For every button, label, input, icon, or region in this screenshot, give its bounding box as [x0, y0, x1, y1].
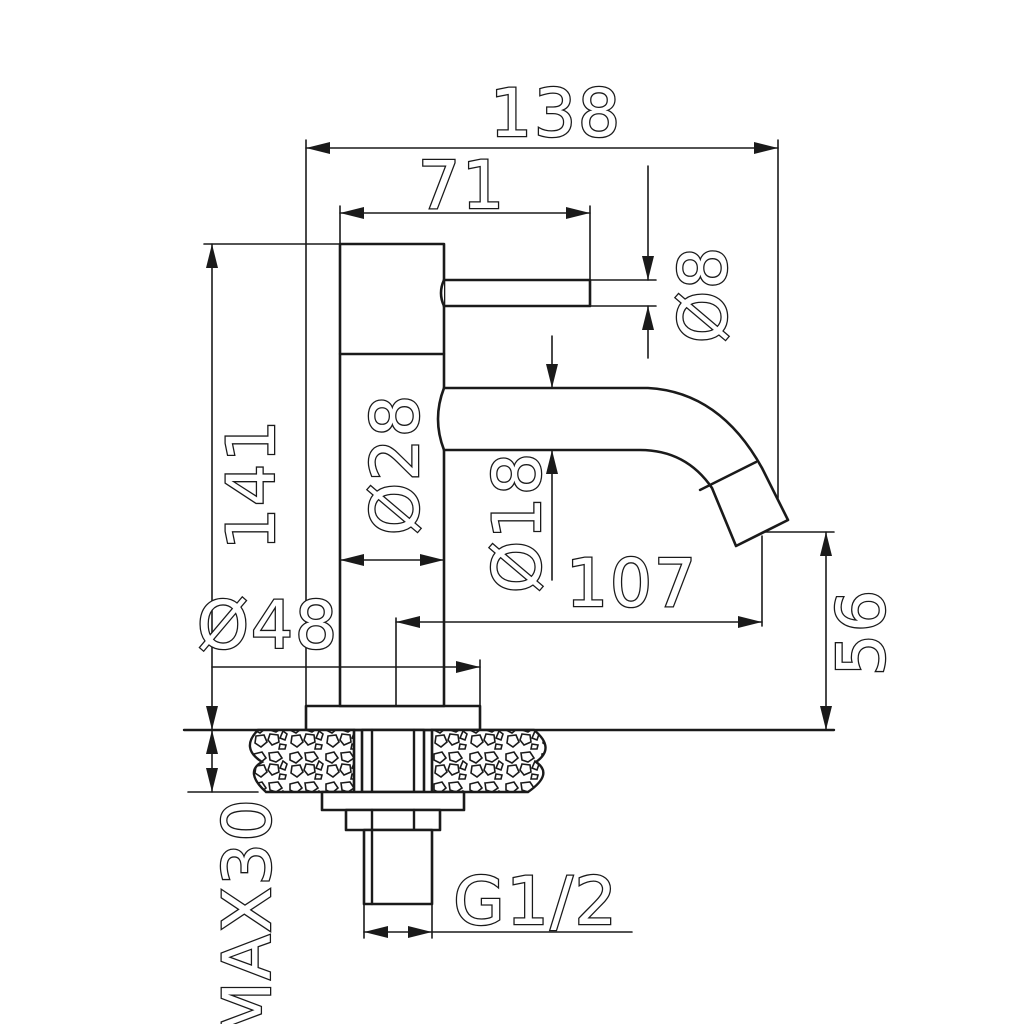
base-plate [304, 704, 482, 732]
label-spout-height: 56 [823, 588, 900, 676]
label-lever-length: 71 [418, 147, 506, 224]
label-lever-diameter: Ø8 [665, 245, 742, 343]
dimension-max30: MAX30 [187, 729, 287, 1024]
dimension-d18: Ø18 [478, 335, 558, 594]
dimension-141: 141 [203, 243, 341, 731]
threaded-pipe [362, 828, 434, 906]
label-base-diameter: Ø48 [197, 587, 339, 664]
mounting-shank [320, 728, 466, 906]
washer [320, 790, 466, 812]
label-spout-diameter: Ø18 [479, 451, 556, 593]
dimension-56: 56 [763, 531, 901, 731]
dimension-g12: G1/2 [363, 862, 633, 941]
lever-knob [439, 279, 446, 307]
dimension-d28: Ø28 [339, 392, 445, 566]
label-overall-width: 138 [490, 75, 622, 152]
body-column [338, 242, 446, 708]
dimension-107: 107 [395, 535, 763, 707]
countertop-left-fill [249, 730, 354, 792]
dimension-d48: Ø48 [196, 586, 481, 707]
faucet-body [304, 242, 790, 732]
label-thread: G1/2 [453, 863, 618, 940]
dimension-d8: Ø8 [589, 165, 743, 359]
spout [436, 386, 790, 548]
dimension-138: 138 [305, 74, 779, 707]
dimension-71: 71 [339, 146, 591, 281]
nut [344, 808, 442, 832]
label-body-diameter: Ø28 [357, 393, 434, 535]
countertop [182, 728, 836, 794]
countertop-right-fill [432, 730, 546, 792]
label-max-thickness: MAX30 [209, 797, 286, 1024]
label-spout-reach: 107 [566, 545, 698, 622]
spout-aerator-line [698, 460, 758, 492]
label-body-height: 141 [213, 418, 290, 550]
lever-handle [442, 278, 592, 308]
